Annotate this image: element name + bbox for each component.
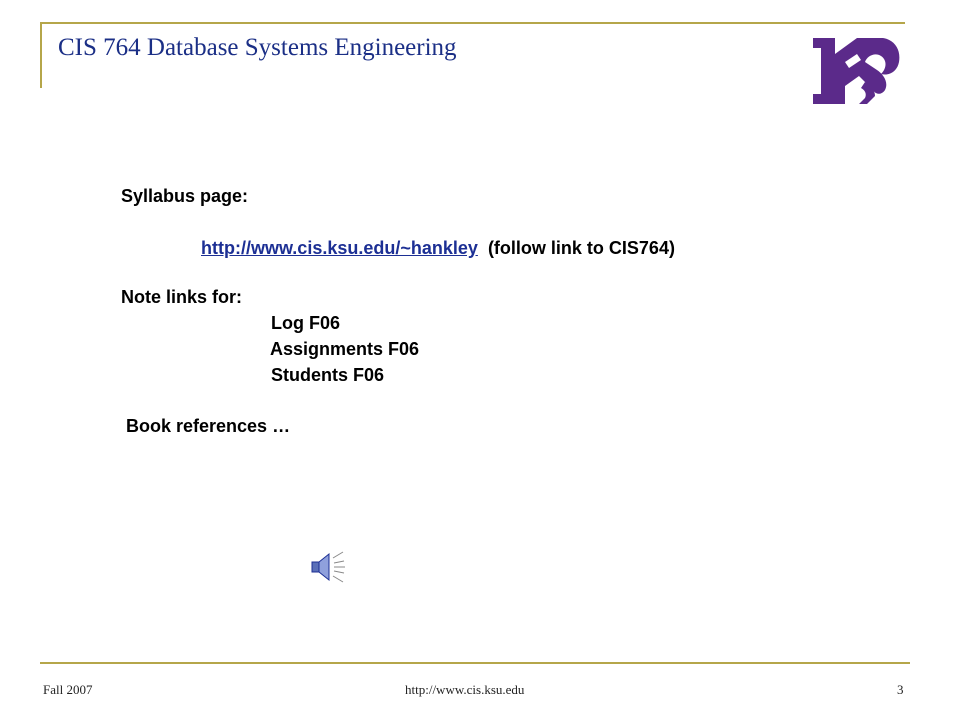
wildcat-logo-icon: [805, 32, 905, 110]
footer-rule: [40, 662, 910, 664]
title-frame-top-line: [40, 22, 905, 24]
slide-title: CIS 764 Database Systems Engineering: [58, 34, 457, 61]
syllabus-line: http://www.cis.ksu.edu/~hankley (follow …: [201, 238, 675, 259]
note-item-students[interactable]: Students F06: [271, 365, 385, 385]
notes-label: Note links for:: [121, 287, 243, 307]
syllabus-note-text: (follow link to CIS764): [487, 238, 675, 258]
footer-date: Fall 2007: [43, 682, 93, 697]
note-item-log[interactable]: Log F06: [271, 313, 341, 333]
speaker-icon[interactable]: [310, 550, 346, 584]
title-frame-left-line: [40, 22, 42, 88]
page-number: 3: [897, 682, 904, 697]
footer-url: http://www.cis.ksu.edu: [405, 682, 525, 697]
syllabus-link[interactable]: http://www.cis.ksu.edu/~hankley: [201, 238, 478, 258]
syllabus-label: Syllabus page:: [121, 186, 249, 206]
book-references: Book references …: [126, 416, 291, 436]
note-item-assignments[interactable]: Assignments F06: [270, 339, 420, 359]
